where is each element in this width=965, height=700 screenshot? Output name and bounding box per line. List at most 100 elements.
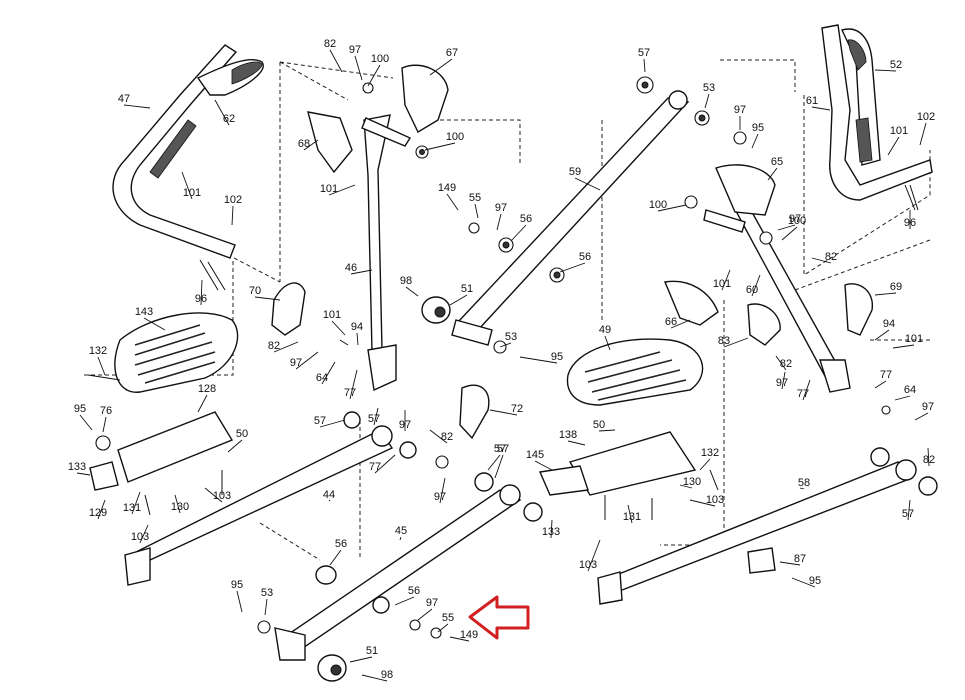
part-label: 97 (776, 371, 788, 390)
part-number: 149 (460, 629, 478, 641)
part-label: 62 (214, 99, 235, 126)
part-label: 95 (791, 575, 821, 588)
part-number: 100 (788, 215, 806, 227)
part-label: 49 (599, 324, 611, 351)
leader-line (657, 204, 687, 212)
part-number: 55 (442, 612, 454, 624)
part-label: 59 (569, 166, 601, 191)
part-number: 130 (171, 501, 189, 513)
part-label: 130 (679, 476, 701, 489)
part-number: 95 (74, 403, 86, 415)
leader-line (777, 224, 796, 231)
part-44-left-lower-arm (124, 425, 394, 586)
leader-line (567, 440, 586, 446)
part-label: 83 (718, 335, 749, 348)
leader-line (811, 257, 832, 264)
leader-line (799, 487, 805, 490)
leader-line (550, 519, 553, 539)
part-number: 98 (381, 669, 393, 681)
part-label: 103 (204, 487, 231, 503)
leader-line (449, 636, 470, 642)
leader-line (449, 294, 468, 306)
leader-line (874, 292, 897, 296)
part-label: 102 (224, 194, 242, 226)
part-label: 132 (699, 447, 719, 471)
part-number: 132 (89, 345, 107, 357)
part-label: 50 (227, 428, 248, 453)
leader-line (499, 342, 512, 348)
part-label: 47 (118, 93, 151, 109)
part-label: 56 (559, 251, 591, 273)
part-number: 103 (131, 531, 149, 543)
part-label: 103 (131, 524, 149, 544)
part-label: 69 (874, 281, 902, 296)
part-label: 57 (368, 407, 380, 426)
part-number: 55 (469, 192, 481, 204)
part-label: 82 (429, 429, 453, 444)
part-number: 62 (223, 113, 235, 125)
part-label: 68 (298, 138, 319, 151)
part-number: 56 (335, 538, 347, 550)
leader-line (139, 524, 149, 544)
part-label: 82 (811, 251, 837, 264)
part-number: 96 (195, 293, 207, 305)
part-number: 97 (495, 202, 507, 214)
leader-line (236, 590, 243, 613)
part-number: 66 (665, 316, 677, 328)
part-number: 53 (261, 587, 273, 599)
part-number: 82 (825, 251, 837, 263)
leader-line (328, 184, 356, 196)
part-label: 87 (779, 553, 806, 566)
leader-line (319, 419, 346, 428)
leader-line (811, 106, 831, 111)
leader-line (496, 213, 502, 231)
part-number: 56 (408, 585, 420, 597)
leader-line (227, 439, 243, 453)
part-label: 76 (100, 405, 112, 433)
part-number: 57 (314, 415, 326, 427)
part-label: 101 (713, 269, 731, 291)
part-number: 67 (446, 47, 458, 59)
part-label: 94 (874, 318, 895, 341)
part-number: 82 (441, 431, 453, 443)
leader-line (474, 203, 479, 219)
leader-line (361, 674, 388, 682)
part-label: 100 (424, 131, 464, 151)
part-label: 95 (231, 579, 243, 613)
part-label: 82 (775, 355, 792, 371)
leader-line (373, 407, 379, 426)
part-number: 128 (198, 383, 216, 395)
leader-line (143, 317, 166, 331)
leader-line (429, 429, 448, 444)
leader-line (751, 133, 759, 149)
leader-line (781, 226, 798, 241)
part-label: 51 (349, 645, 378, 663)
part-number: 143 (135, 306, 153, 318)
leader-line (559, 262, 586, 273)
part-label: 95 (751, 122, 764, 149)
part-number: 58 (798, 477, 810, 489)
part-number: 97 (789, 213, 801, 225)
part-label: 96 (195, 279, 207, 306)
part-number: 97 (734, 104, 746, 116)
leader-line (321, 361, 336, 385)
part-label: 64 (316, 361, 336, 385)
part-label: 60 (746, 274, 761, 297)
part-number: 57 (638, 47, 650, 59)
part-number: 53 (505, 331, 517, 343)
leader-line (574, 177, 601, 191)
part-number: 94 (351, 321, 363, 333)
leader-line (329, 549, 342, 566)
part-label: 133 (68, 461, 91, 476)
leader-line (598, 429, 616, 432)
part-number: 94 (883, 318, 895, 330)
part-number: 103 (579, 559, 597, 571)
leader-line (356, 332, 359, 346)
part-number: 101 (323, 309, 341, 321)
part-label: 57 (314, 415, 346, 428)
leader-line (670, 319, 691, 329)
leader-line (97, 499, 106, 520)
part-label: 133 (542, 519, 560, 539)
part-number: 97 (434, 491, 446, 503)
part-label: 56 (329, 538, 347, 566)
